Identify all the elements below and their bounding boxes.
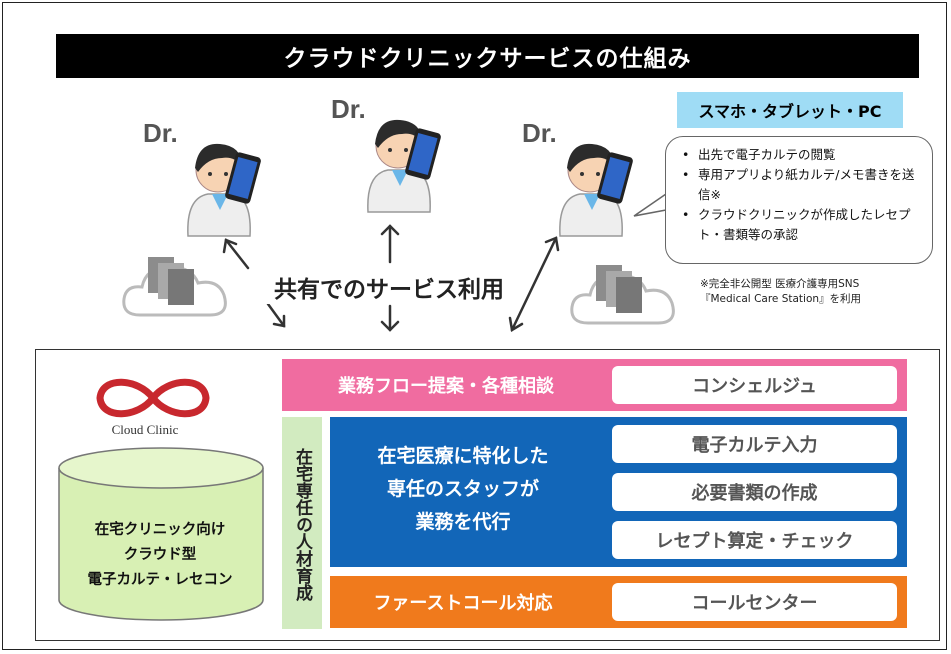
ehr-input-box: 電子カルテ入力	[612, 425, 897, 463]
device-heading: スマホ・タブレット・PC	[677, 92, 903, 128]
device-feature-item: 専用アプリより紙カルテ/メモ書きを送信※	[682, 165, 922, 205]
database-label-line: 電子カルテ・レセコン	[87, 572, 233, 588]
doctor-label-left: Dr.	[143, 118, 178, 148]
outsourcing-label-line: 在宅医療に特化した	[377, 445, 549, 467]
doctor-icon-left	[187, 143, 261, 237]
cloud-documents-icon-right	[570, 265, 675, 325]
arrow-left-up	[224, 238, 250, 270]
staff-training-column	[282, 417, 322, 629]
outsourcing-label-line: 業務を代行	[415, 511, 511, 533]
outsourcing-label-line: 専任のスタッフが	[386, 478, 539, 500]
call-center-box: コールセンター	[612, 583, 897, 621]
device-features-bubble: 出先で電子カルテの閲覧 専用アプリより紙カルテ/メモ書きを送信※ クラウドクリニ…	[665, 136, 933, 264]
doctor-icon-right	[559, 143, 633, 237]
arrow-left-down	[266, 302, 286, 328]
doctor-label-right: Dr.	[522, 118, 557, 148]
service-structure-box	[35, 349, 940, 641]
logo-text: Cloud Clinic	[111, 422, 179, 437]
speech-bubble-tail	[633, 193, 667, 217]
footnote-line: ※完全非公開型 医療介護専用SNS	[700, 278, 860, 290]
database-label-line: 在宅クリニック向け	[94, 522, 226, 538]
cloud-clinic-logo	[96, 378, 210, 418]
device-feature-item: 出先で電子カルテの閲覧	[682, 145, 922, 165]
receipt-check-box: レセプト算定・チェック	[612, 521, 897, 559]
database-label: 在宅クリニック向け クラウド型 電子カルテ・レセコン	[60, 518, 260, 593]
doctor-label-center: Dr.	[331, 94, 366, 124]
device-feature-item: クラウドクリニックが作成したレセプト・書類等の承認	[682, 205, 922, 245]
outsourcing-label: 在宅医療に特化した 専任のスタッフが 業務を代行	[330, 440, 596, 539]
document-creation-box: 必要書類の作成	[612, 473, 897, 511]
arrow-right-diag	[510, 236, 558, 332]
footnote-line: 『Medical Care Station』を利用	[700, 293, 862, 305]
doctor-icon-center	[367, 119, 441, 213]
footnote: ※完全非公開型 医療介護専用SNS 『Medical Care Station』…	[700, 277, 940, 307]
database-cylinder-icon	[58, 447, 264, 621]
page-title: クラウドクリニックサービスの仕組み	[56, 34, 919, 78]
consulting-label: 業務フロー提案・各種相談	[338, 376, 554, 397]
database-label-line: クラウド型	[123, 547, 197, 563]
shared-service-label: 共有でのサービス利用	[258, 270, 520, 304]
staff-training-label: 在宅専任の人材育成	[292, 447, 312, 601]
cloud-documents-icon-left	[122, 257, 227, 317]
concierge-box: コンシェルジュ	[612, 366, 897, 404]
first-call-label: ファーストコール対応	[373, 593, 553, 614]
